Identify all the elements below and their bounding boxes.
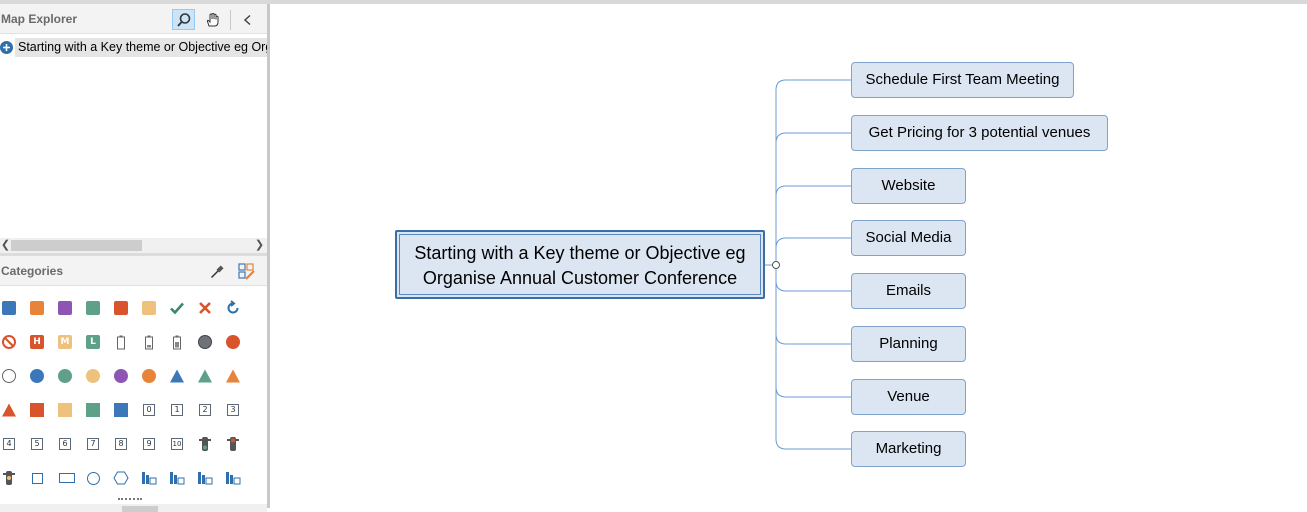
gray-circle-icon[interactable] xyxy=(197,334,213,350)
connector-hub-icon xyxy=(772,261,780,269)
tan-square-alt-icon[interactable] xyxy=(57,402,73,418)
resource-icon-3[interactable] xyxy=(197,470,213,486)
search-button[interactable] xyxy=(172,9,195,30)
red-square-icon[interactable] xyxy=(113,300,129,316)
hexagon-outline-icon[interactable] xyxy=(113,470,129,486)
battery-half-icon[interactable] xyxy=(169,334,185,350)
tan-circle-icon[interactable] xyxy=(85,368,101,384)
panel-splitter[interactable] xyxy=(0,253,267,256)
red-circle-icon[interactable] xyxy=(225,334,241,350)
subtopic-planning[interactable]: Planning xyxy=(851,326,966,362)
no-entry-icon[interactable] xyxy=(1,334,17,350)
subtopic-get-pricing[interactable]: Get Pricing for 3 potential venues xyxy=(851,115,1108,151)
number-5-icon[interactable]: 5 xyxy=(29,436,45,452)
categories-title: Categories xyxy=(1,264,64,278)
eyedropper-icon xyxy=(210,264,224,278)
refresh-icon[interactable] xyxy=(225,300,241,316)
eyedropper-button[interactable] xyxy=(205,261,228,282)
tree-item-label[interactable]: Starting with a Key theme or Objective e… xyxy=(15,38,267,57)
number-1-icon[interactable]: 1 xyxy=(169,402,185,418)
map-canvas[interactable]: Starting with a Key theme or Objective e… xyxy=(270,4,1307,508)
edit-categories-button[interactable] xyxy=(235,261,258,282)
orange-circle-icon[interactable] xyxy=(141,368,157,384)
traffic-light-amber-icon[interactable] xyxy=(1,470,17,486)
expand-icon[interactable] xyxy=(0,41,13,54)
subtopic-schedule-first-team-meeting[interactable]: Schedule First Team Meeting xyxy=(851,62,1074,98)
blue-square-icon[interactable] xyxy=(1,300,17,316)
number-8-icon[interactable]: 8 xyxy=(113,436,129,452)
green-square-icon[interactable] xyxy=(85,300,101,316)
green-square-alt-icon[interactable] xyxy=(85,402,101,418)
subtopic-marketing[interactable]: Marketing xyxy=(851,431,966,467)
blue-square-alt-icon[interactable] xyxy=(113,402,129,418)
resource-icon-1[interactable] xyxy=(141,470,157,486)
central-topic-line-1: Starting with a Key theme or Objective e… xyxy=(414,243,746,263)
resize-grip[interactable] xyxy=(118,498,142,501)
red-square-alt-icon[interactable] xyxy=(29,402,45,418)
battery-quarter-icon[interactable] xyxy=(141,334,157,350)
green-triangle-icon[interactable] xyxy=(197,368,213,384)
subtopic-emails[interactable]: Emails xyxy=(851,273,966,309)
toolbar-separator xyxy=(230,10,231,30)
scroll-left-icon[interactable]: ❮ xyxy=(0,239,11,251)
map-explorer-header: Map Explorer xyxy=(0,4,267,34)
central-topic-line-2: Organise Annual Customer Conference xyxy=(422,268,738,288)
orange-triangle-icon[interactable] xyxy=(225,368,241,384)
sidebar-splitter[interactable] xyxy=(267,4,270,508)
red-triangle-icon[interactable] xyxy=(1,402,17,418)
rectangle-outline-icon[interactable] xyxy=(57,470,77,486)
blue-triangle-icon[interactable] xyxy=(169,368,185,384)
central-topic-text: Starting with a Key theme or Objective e… xyxy=(397,241,763,291)
purple-circle-icon[interactable] xyxy=(113,368,129,384)
traffic-light-green-icon[interactable] xyxy=(197,436,213,452)
tree-item-central-topic[interactable]: Starting with a Key theme or Objective e… xyxy=(0,38,267,57)
map-explorer-title: Map Explorer xyxy=(1,12,78,26)
priority-medium-icon[interactable]: M xyxy=(57,334,73,350)
traffic-light-red-icon[interactable] xyxy=(225,436,241,452)
number-3-icon[interactable]: 3 xyxy=(225,402,241,418)
cross-icon[interactable] xyxy=(197,300,213,316)
circle-outline-icon[interactable] xyxy=(85,470,101,486)
purple-square-icon[interactable] xyxy=(57,300,73,316)
resource-icon-2[interactable] xyxy=(169,470,185,486)
number-9-icon[interactable]: 9 xyxy=(141,436,157,452)
tan-square-icon[interactable] xyxy=(141,300,157,316)
subtopic-website[interactable]: Website xyxy=(851,168,966,204)
search-icon xyxy=(176,12,190,27)
bottom-scrollbar[interactable] xyxy=(0,504,267,512)
number-0-icon[interactable]: 0 xyxy=(141,402,157,418)
central-topic[interactable]: Starting with a Key theme or Objective e… xyxy=(395,230,765,299)
categories-header: Categories xyxy=(0,256,267,286)
number-7-icon[interactable]: 7 xyxy=(85,436,101,452)
green-circle-icon[interactable] xyxy=(57,368,73,384)
top-border xyxy=(0,0,1307,4)
central-topic-frame xyxy=(399,234,761,295)
square-outline-icon[interactable] xyxy=(29,470,45,486)
number-6-icon[interactable]: 6 xyxy=(57,436,73,452)
chevron-left-icon xyxy=(243,14,251,25)
scrollbar-thumb[interactable] xyxy=(11,240,142,251)
number-10-icon[interactable]: 10 xyxy=(171,438,183,450)
priority-low-icon[interactable]: L xyxy=(85,334,101,350)
bottom-scrollbar-thumb[interactable] xyxy=(122,506,158,512)
scroll-right-icon[interactable]: ❯ xyxy=(254,239,265,251)
horizontal-scrollbar[interactable]: ❮ ❯ xyxy=(0,238,267,253)
number-2-icon[interactable]: 2 xyxy=(197,402,213,418)
connector-lines xyxy=(765,79,851,450)
priority-high-icon[interactable]: H xyxy=(29,334,45,350)
number-4-icon[interactable]: 4 xyxy=(1,436,17,452)
edit-categories-icon xyxy=(237,262,255,280)
subtopic-social-media[interactable]: Social Media xyxy=(851,220,966,256)
blue-circle-icon[interactable] xyxy=(29,368,45,384)
sidebar: Map Explorer Starting with a Ke xyxy=(0,4,267,512)
resource-icon-4[interactable] xyxy=(225,470,241,486)
subtopic-venue[interactable]: Venue xyxy=(851,379,966,415)
empty-circle-icon[interactable] xyxy=(1,368,17,384)
hand-icon xyxy=(206,12,218,26)
collapse-panel-button[interactable] xyxy=(236,9,259,30)
battery-icon[interactable] xyxy=(113,334,129,350)
orange-square-icon[interactable] xyxy=(29,300,45,316)
pan-button[interactable] xyxy=(200,9,223,30)
checkmark-icon[interactable] xyxy=(169,300,185,316)
